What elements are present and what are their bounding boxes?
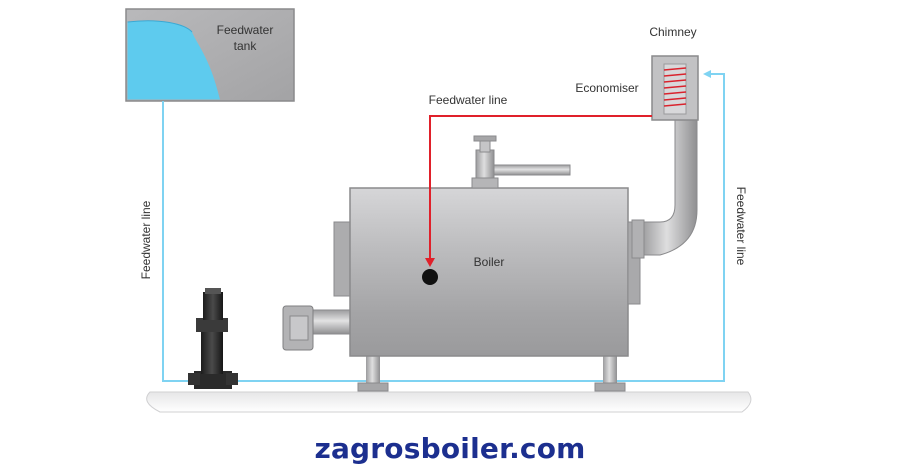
- feedwater-line-red: [429, 115, 652, 260]
- chimney-label: Chimney: [649, 25, 696, 39]
- feedwater-tank-label-1: Feedwater: [217, 23, 274, 37]
- chimney: [631, 117, 698, 259]
- feedwater-line-blue: [162, 73, 725, 382]
- floor: [146, 391, 752, 413]
- water-inlet-nozzle: [422, 269, 438, 285]
- economiser-label: Economiser: [575, 81, 638, 95]
- burner-inlet: [282, 305, 352, 351]
- feedwater-line-left-label: Feedwater line: [139, 200, 153, 279]
- tank-water: [127, 20, 220, 100]
- feedwater-line-right-label: Feedwater line: [734, 187, 748, 266]
- boiler-label: Boiler: [474, 255, 505, 269]
- arrow-head-economiser: [703, 70, 711, 78]
- feedwater-tank-label-2: tank: [234, 39, 258, 53]
- website-footer: zagrosboiler.com: [314, 432, 586, 465]
- feedwater-tank: Feedwater tank: [125, 8, 295, 102]
- economiser: Economiser Chimney: [575, 25, 699, 121]
- arrow-head-boiler: [425, 258, 435, 267]
- boiler: Boiler: [333, 187, 641, 357]
- feed-pump: [188, 288, 238, 389]
- steam-valve: [471, 135, 571, 189]
- feedwater-line-top-label: Feedwater line: [429, 93, 508, 107]
